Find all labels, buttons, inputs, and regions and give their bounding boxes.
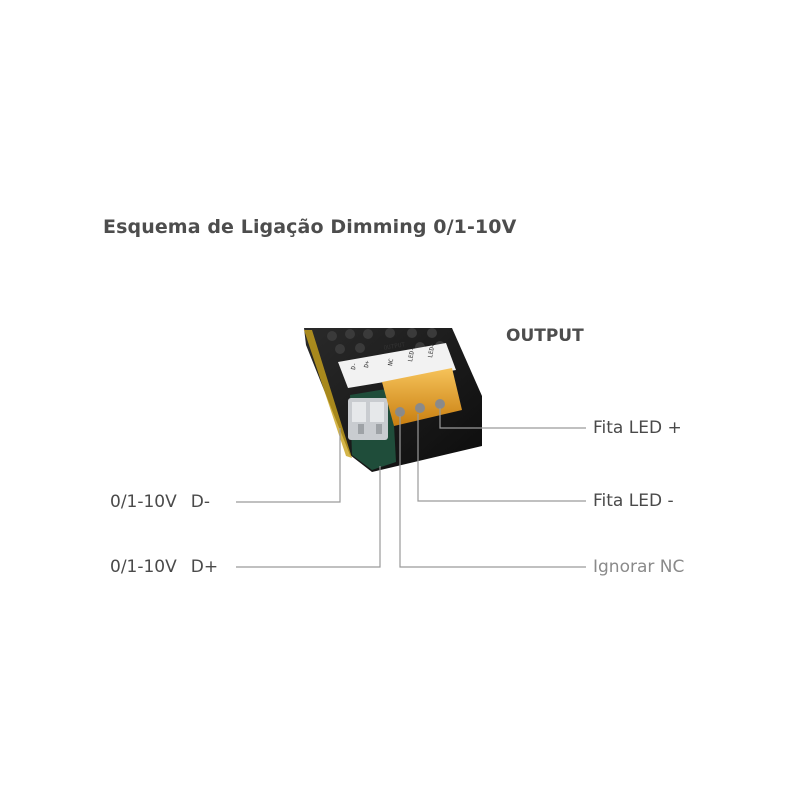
sticker-label-nc: NC — [387, 358, 395, 367]
leader-ignore-nc — [399, 416, 586, 568]
housing-edge-stripe — [304, 330, 352, 458]
label-dim-d-plus: 0/1-10V D+ — [110, 557, 218, 577]
sticker-label-led-plus: LED+ — [427, 343, 436, 359]
diagram-title: Esquema de Ligação Dimming 0/1-10V — [103, 216, 517, 238]
vent-holes — [327, 328, 445, 354]
output-label: OUTPUT — [506, 326, 584, 346]
leader-fita-led-plus — [439, 408, 586, 429]
sticker-label-output: OUTPUT — [383, 341, 406, 352]
label-ignore-nc: Ignorar NC — [593, 557, 685, 577]
input-terminal-block — [348, 398, 388, 440]
sticker-label-d-minus: D- — [350, 362, 358, 370]
sticker-label-d-plus: D+ — [363, 360, 371, 369]
label-dim-d-minus: 0/1-10V D- — [110, 492, 210, 512]
terminal-sticker — [338, 343, 456, 388]
label-dim-d-minus-terminal: D- — [190, 492, 210, 512]
leader-d-plus — [236, 466, 381, 568]
label-dim-d-plus-terminal: D+ — [190, 557, 219, 577]
label-fita-led-plus: Fita LED + — [593, 418, 682, 438]
label-dim-d-minus-signal: 0/1-10V — [110, 492, 177, 512]
label-fita-led-minus: Fita LED - — [593, 491, 674, 511]
power-supply-device: D- D+ OUTPUT NC LED- LED+ — [304, 328, 482, 472]
output-terminal-block — [382, 368, 462, 426]
leader-fita-led-minus — [417, 414, 586, 502]
sticker-label-led-minus: LED- — [407, 347, 416, 362]
leader-d-minus — [236, 428, 341, 503]
label-dim-d-plus-signal: 0/1-10V — [110, 557, 177, 577]
leader-lines — [236, 408, 586, 568]
